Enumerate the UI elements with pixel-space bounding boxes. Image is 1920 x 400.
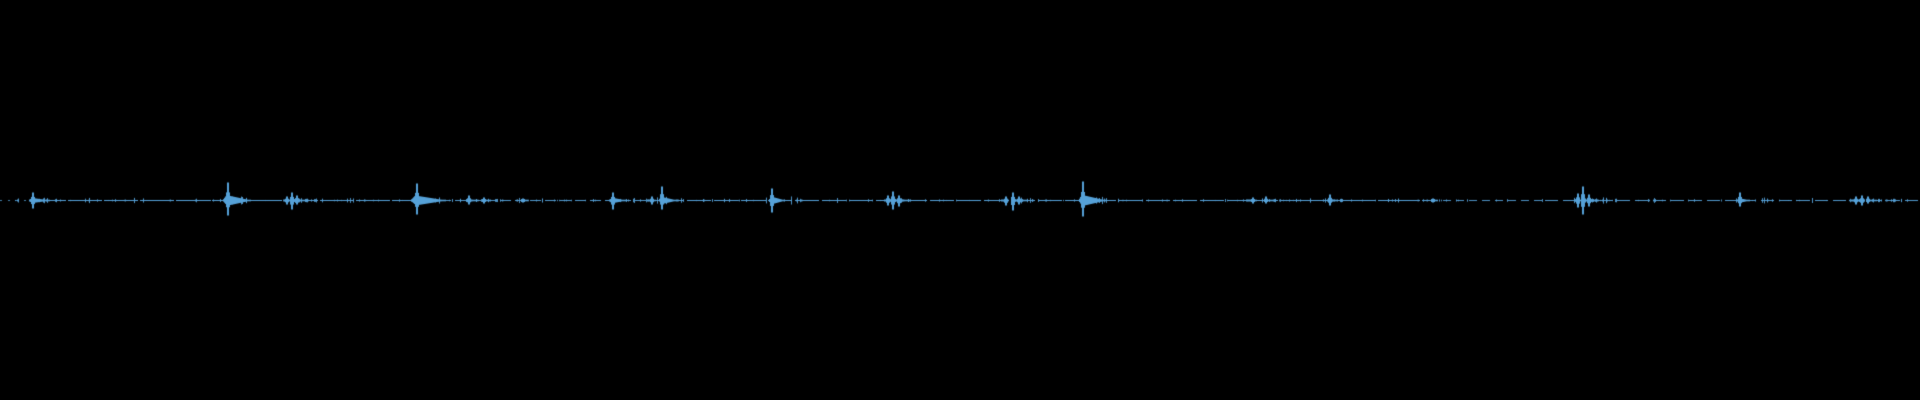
audio-waveform-canvas xyxy=(0,0,1920,400)
waveform-screen xyxy=(0,0,1920,400)
